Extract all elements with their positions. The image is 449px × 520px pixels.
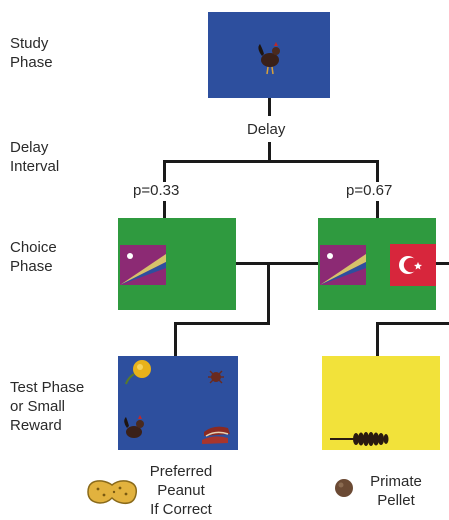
connector-study-delay xyxy=(268,98,271,116)
pellet-icon xyxy=(334,478,354,498)
connector-left-drop-horizontal xyxy=(174,322,270,325)
delay-label: Delay xyxy=(247,121,286,138)
connector-left-to-test xyxy=(174,322,177,356)
connector-split-horizontal xyxy=(163,160,379,163)
yellow-fruit-icon xyxy=(125,360,151,385)
rooster-icon xyxy=(258,42,280,75)
connector-right-drop-horizontal xyxy=(376,322,449,325)
test-panel-contents xyxy=(124,360,230,444)
connector-left-drop-stub xyxy=(267,262,270,324)
choice-panel-left xyxy=(118,218,236,310)
rooster-icon xyxy=(124,415,144,438)
connector-left-choice-out xyxy=(236,262,318,265)
peanut-icon xyxy=(82,474,142,508)
preferred-peanut-caption: Preferred Peanut If Correct xyxy=(149,463,213,518)
connector-right-branch xyxy=(376,160,379,182)
wheat-icon xyxy=(330,432,389,446)
right-branch-probability: p=0.67 xyxy=(346,182,393,199)
study-phase-panel xyxy=(208,12,330,98)
connector-right-to-reward xyxy=(376,322,379,356)
connector-delay-down xyxy=(268,142,271,162)
connector-right-choice-out xyxy=(436,262,449,265)
test-phase-panel xyxy=(118,356,238,450)
study-phase-label: Study Phase xyxy=(10,35,53,71)
primate-pellet-caption: Primate Pellet xyxy=(370,473,422,509)
crescent-flag-icon xyxy=(320,244,436,286)
reward-panel xyxy=(322,356,440,450)
connector-left-to-choice xyxy=(163,201,166,218)
choice-panel-right xyxy=(318,218,436,310)
spider-icon xyxy=(208,370,224,384)
connector-right-to-choice xyxy=(376,201,379,218)
striped-flag-icon xyxy=(120,245,166,285)
connector-left-branch xyxy=(163,160,166,182)
shoes-icon xyxy=(202,426,230,444)
choice-phase-label: Choice Phase xyxy=(10,239,57,275)
test-phase-label: Test Phase or Small Reward xyxy=(10,379,85,434)
left-branch-probability: p=0.33 xyxy=(133,182,180,199)
delay-interval-label: Delay Interval xyxy=(10,139,60,175)
